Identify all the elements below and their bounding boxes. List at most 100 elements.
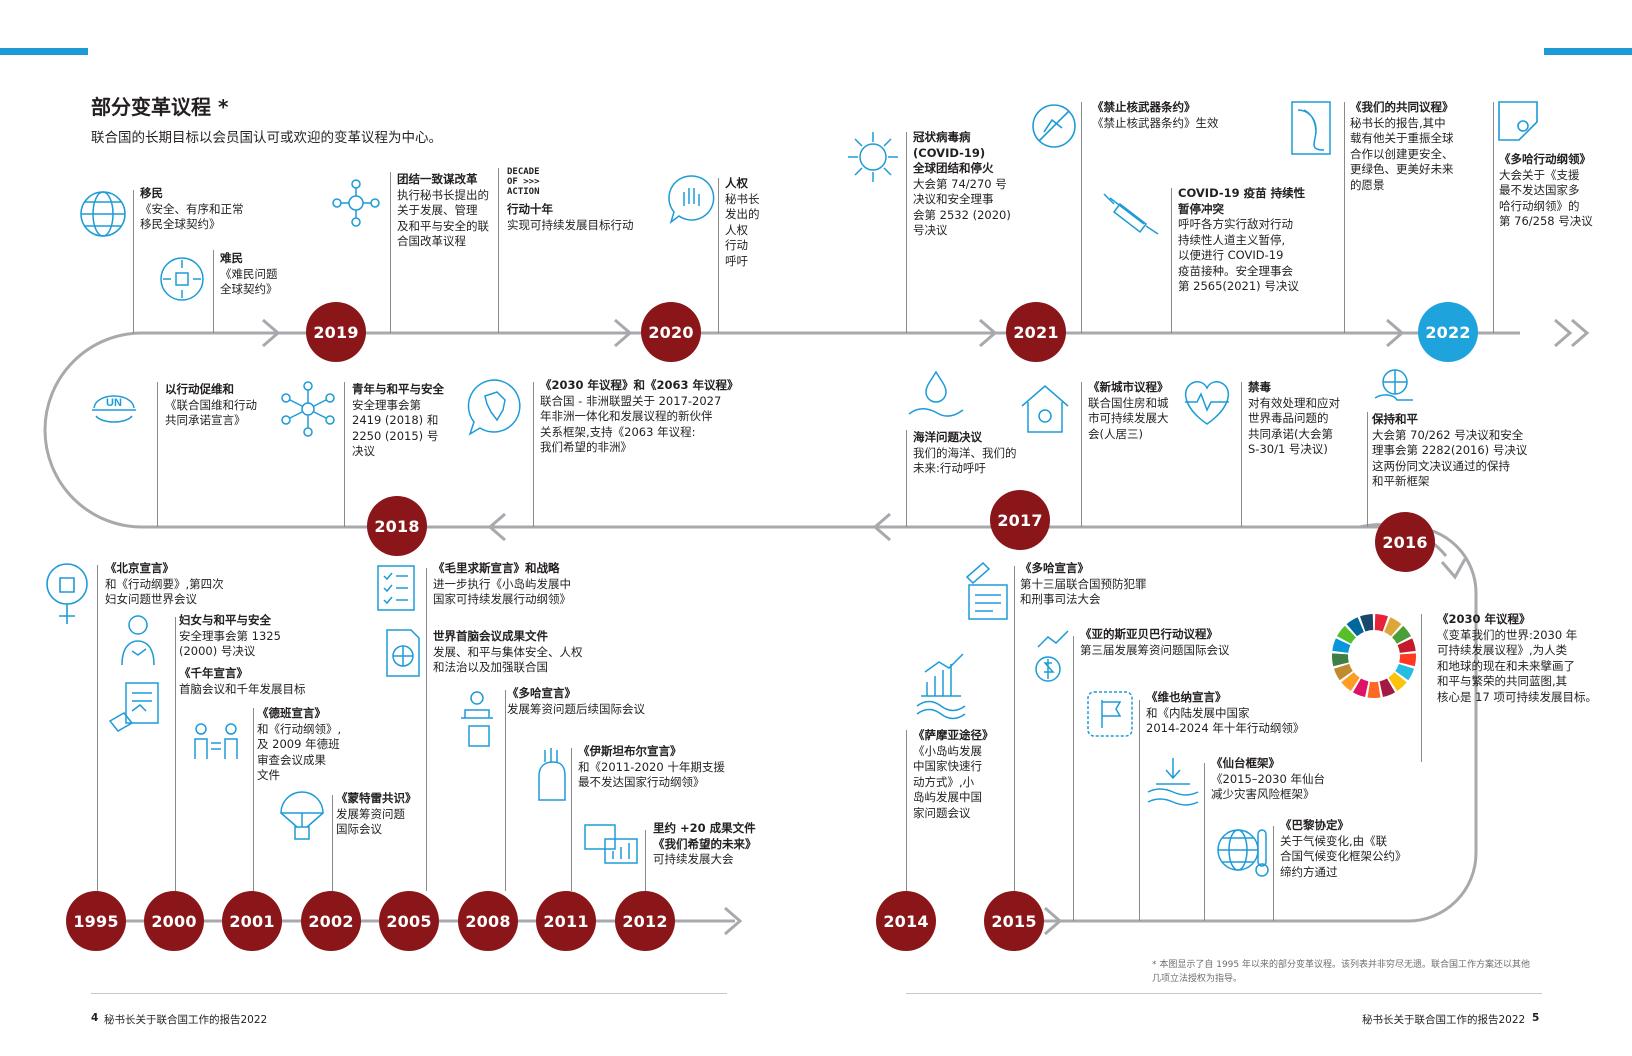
sdg-segment (1379, 678, 1396, 698)
sdg-segment (1346, 617, 1364, 637)
year-1995: 1995 (66, 891, 126, 951)
connector (906, 132, 907, 333)
sdg-segment (1336, 625, 1356, 644)
sdg-segment (1399, 653, 1416, 667)
entry-ocean: 海洋问题决议我们的海洋、我们的 未来:行动呼吁 (913, 430, 1017, 475)
connector (1344, 102, 1345, 333)
sdg-segment (1332, 638, 1351, 653)
money-growth-icon (1032, 625, 1070, 685)
connector (1367, 412, 1368, 527)
hand-globe-icon (1371, 362, 1419, 408)
footer-title-right: 秘书长关于联合国工作的报告2022 (1362, 1014, 1526, 1026)
arrow-right-icon (724, 906, 743, 936)
sdg-segment (1332, 653, 1349, 667)
footer-title-left: 秘书长关于联合国工作的报告2022 (104, 1014, 268, 1026)
connector (213, 250, 214, 333)
connector (1421, 614, 1422, 762)
arrow-right-icon (1554, 318, 1573, 348)
entry-sustaining-peace: 保持和平大会第 70/262 号决议和安全 理事会第 2282(2016) 号决… (1372, 412, 1528, 488)
refugee-icon (157, 254, 207, 304)
connector (1273, 826, 1274, 921)
arrow-left-icon (487, 512, 506, 542)
entry-monterrey: 《蒙特雷共识》发展筹资问题 国际会议 (336, 791, 417, 836)
entry-decade-of-action: 行动十年实现可持续发展目标行动 (507, 202, 634, 232)
arrow-right-icon (1571, 318, 1590, 348)
entry-human-rights: 人权秘书长 发出的 人权 行动 呼吁 (725, 176, 760, 268)
arrow-curve-icon (1440, 558, 1467, 580)
connector (1081, 382, 1082, 527)
entry-youth-peace-security: 青年与和平与安全安全理事会第 2419 (2018) 和 2250 (2015)… (352, 382, 444, 458)
track-upper (43, 331, 1520, 923)
arrow-left-icon (872, 512, 891, 542)
entry-addis-ababa: 《亚的斯亚贝巴行动议程》第三届发展筹资问题国际会议 (1080, 627, 1230, 657)
connector (133, 190, 134, 333)
document-icon (1290, 100, 1332, 156)
sdg-segment (1392, 625, 1412, 644)
entry-doha-2008: 《多哈宣言》发展筹资问题后续国际会议 (507, 686, 645, 716)
connector (97, 565, 98, 891)
connector (1241, 382, 1242, 527)
connector (718, 178, 719, 333)
page-subtitle: 联合国的长期目标以会员国认可或欢迎的变革议程为中心。 (91, 130, 442, 146)
year-2008: 2008 (458, 891, 518, 951)
year-2002: 2002 (301, 891, 361, 951)
entry-covid-vaccine-ceasefire: COVID-19 疫苗 持续性 暂停冲突呼吁各方实行敌对行动 持续性人道主义暂停… (1178, 186, 1306, 293)
year-2014: 2014 (876, 891, 936, 951)
entry-covid-solidarity: 冠状病毒病 (COVID-19) 全球团结和停火大会第 74/270 号 决议和… (913, 130, 1011, 237)
globe-document-icon (385, 628, 421, 678)
globe-migration-icon (77, 188, 129, 240)
connector (1171, 188, 1172, 333)
footer-page-number-left: 4 (91, 1012, 99, 1024)
year-2018: 2018 (367, 496, 427, 556)
entry-our-common-agenda: 《我们的共同议程》秘书长的报告,其中 载有他关于重振全球 合作以创建更安全、 更… (1350, 100, 1454, 192)
connector (1081, 102, 1082, 333)
sdg-segment (1384, 617, 1402, 637)
globe-thermometer-icon (1214, 822, 1272, 880)
sdg-segment (1367, 681, 1381, 698)
year-2011: 2011 (536, 891, 596, 951)
year-2021: 2021 (1006, 302, 1066, 362)
entry-samoa: 《萨摩亚途径》《小岛屿发展 中国家快速行 动方式》,小 岛屿发展中国 家问题会议 (913, 728, 994, 820)
youth-network-icon (279, 380, 337, 438)
sdg-segment (1341, 672, 1360, 692)
entry-tpnw: 《禁止核武器条约》《禁止核武器条约》生效 (1092, 100, 1219, 130)
helping-hand-icon (535, 746, 569, 802)
connector (505, 690, 506, 891)
entry-mauritius: 《毛里求斯宣言》和战略进一步执行《小岛屿发展中 国家可持续发展行动纲领》 (433, 561, 571, 606)
sdg-segment (1374, 614, 1388, 632)
signing-icon (108, 681, 162, 733)
africa-icon (465, 378, 523, 436)
entry-agenda-2030: 《2030 年议程》《变革我们的世界:2030 年 可持续发展议程》,为人类 和… (1437, 612, 1597, 704)
year-2020: 2020 (641, 302, 701, 362)
connector (426, 568, 427, 891)
doha-programme-icon (1497, 100, 1539, 142)
house-icon (1018, 382, 1072, 434)
connector (906, 430, 907, 527)
entry-millennium: 《千年宣言》首脑会议和千年发展目标 (179, 666, 306, 696)
connector (253, 708, 254, 891)
entry-doha-crime: 《多哈宣言》第十三届联合国预防犯罪 和刑事司法大会 (1020, 561, 1147, 606)
entry-drugs: 禁毒对有效处理和应对 世界毒品问题的 共同承诺(大会第 S-30/1 号决议) (1248, 380, 1340, 456)
female-fist-icon (45, 562, 89, 626)
disaster-risk-icon (1146, 756, 1200, 808)
footer-divider-right (906, 993, 1542, 994)
arrow-right-icon (1044, 906, 1063, 936)
entry-istanbul: 《伊斯坦布尔宣言》和《2011-2020 十年期支援 最不发达国家行动纲领》 (578, 744, 725, 789)
equality-icon (191, 721, 241, 761)
connector (906, 730, 907, 891)
accent-bar-right (1544, 48, 1632, 55)
page-title: 部分变革议程 * (91, 95, 229, 119)
checklist-icon (372, 562, 420, 612)
footer-page-number-right: 5 (1532, 1012, 1540, 1024)
arrow-right-icon (979, 318, 998, 348)
connector (175, 617, 176, 891)
syringe-icon (1100, 190, 1162, 236)
heart-pulse-icon (1179, 378, 1235, 428)
connector (571, 748, 572, 891)
chat-chart-icon (583, 823, 639, 869)
year-2016: 2016 (1375, 512, 1435, 572)
accent-bar-left (0, 48, 88, 55)
year-2015: 2015 (984, 891, 1044, 951)
ocean-drop-icon (907, 370, 965, 422)
